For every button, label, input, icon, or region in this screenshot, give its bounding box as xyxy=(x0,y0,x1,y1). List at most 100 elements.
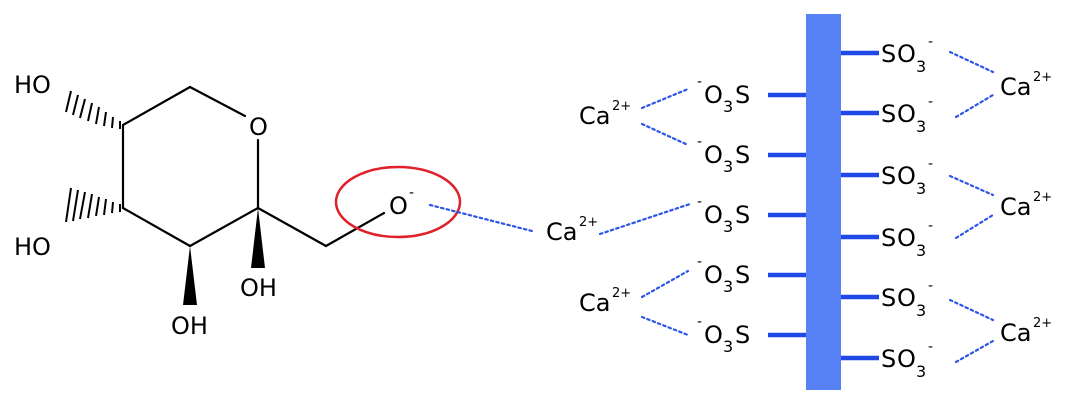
calcium-ion-right-bottom: Ca 2+ xyxy=(1000,316,1052,347)
svg-text:-: - xyxy=(697,314,702,330)
bond-c5-ring-o xyxy=(188,85,247,118)
ionic-interaction xyxy=(598,202,692,236)
svg-text:2+: 2+ xyxy=(1033,190,1052,205)
svg-text:-: - xyxy=(697,134,702,150)
ionic-interaction xyxy=(428,203,534,233)
hashed-wedge-top xyxy=(65,90,121,129)
alkoxide-charge: - xyxy=(409,185,414,201)
ionic-interaction xyxy=(948,50,995,74)
svg-text:Ca: Ca xyxy=(1000,319,1031,347)
left-sulfonate: - O 3 S xyxy=(697,254,750,296)
svg-text:O: O xyxy=(897,40,916,68)
ring-oxygen-label: O xyxy=(249,113,268,141)
svg-text:Ca: Ca xyxy=(579,102,610,130)
solid-wedge-c1-oh xyxy=(251,208,265,268)
svg-text:2+: 2+ xyxy=(1033,70,1052,85)
svg-text:S: S xyxy=(881,100,896,128)
svg-text:-: - xyxy=(928,218,933,234)
svg-text:Ca: Ca xyxy=(546,218,577,246)
ionic-interaction xyxy=(948,298,995,322)
svg-text:O: O xyxy=(897,224,916,252)
left-sulfonate: - O 3 S xyxy=(697,194,750,236)
highlight-ring xyxy=(334,165,462,239)
bond-c1-c2 xyxy=(188,206,260,248)
oh-right-label: OH xyxy=(240,274,277,302)
bond-ch2-o xyxy=(324,211,386,248)
sugar-molecule: HO O HO OH OH O - xyxy=(14,71,462,340)
svg-text:2+: 2+ xyxy=(612,286,631,301)
ionic-interaction xyxy=(640,122,690,147)
svg-text:3: 3 xyxy=(723,277,733,296)
svg-text:O: O xyxy=(897,162,916,190)
right-stubs xyxy=(841,50,879,361)
right-sulfonate: S O 3 - xyxy=(881,218,933,260)
svg-text:S: S xyxy=(735,201,750,229)
ionic-interaction xyxy=(954,339,995,364)
svg-text:3: 3 xyxy=(916,179,926,198)
svg-text:3: 3 xyxy=(916,57,926,76)
svg-text:O: O xyxy=(704,141,723,169)
right-sulfonate: S O 3 - xyxy=(881,339,933,381)
hashed-wedge-mid xyxy=(65,187,121,223)
bond-c1-ch2 xyxy=(256,206,328,248)
svg-text:-: - xyxy=(928,34,933,50)
svg-text:2+: 2+ xyxy=(1033,316,1052,331)
svg-text:S: S xyxy=(735,81,750,109)
svg-text:Ca: Ca xyxy=(1000,193,1031,221)
svg-text:3: 3 xyxy=(916,362,926,381)
svg-text:O: O xyxy=(704,81,723,109)
bond-c2-c3 xyxy=(121,206,192,248)
svg-text:S: S xyxy=(881,40,896,68)
right-sulfonate: S O 3 - xyxy=(881,278,933,320)
left-stubs xyxy=(768,92,806,338)
ionic-interaction xyxy=(954,93,995,119)
ionic-interactions xyxy=(428,50,995,364)
svg-text:Ca: Ca xyxy=(579,289,610,317)
svg-text:3: 3 xyxy=(723,217,733,236)
svg-text:-: - xyxy=(697,74,702,90)
oh-bottom-label: OH xyxy=(171,312,208,340)
svg-text:S: S xyxy=(881,224,896,252)
calcium-ion-left-top: Ca 2+ xyxy=(579,99,631,130)
svg-text:S: S xyxy=(735,141,750,169)
svg-text:O: O xyxy=(897,284,916,312)
ionic-interaction xyxy=(954,213,995,240)
svg-text:O: O xyxy=(704,201,723,229)
calcium-ion-left-bottom: Ca 2+ xyxy=(579,286,631,317)
svg-text:-: - xyxy=(928,278,933,294)
svg-text:3: 3 xyxy=(723,97,733,116)
svg-text:S: S xyxy=(881,284,896,312)
svg-text:O: O xyxy=(704,261,723,289)
svg-text:O: O xyxy=(704,321,723,349)
svg-text:2+: 2+ xyxy=(612,99,631,114)
svg-text:O: O xyxy=(897,345,916,373)
svg-text:-: - xyxy=(928,339,933,355)
calcium-ion-right-mid: Ca 2+ xyxy=(1000,190,1052,221)
right-sulfonate: S O 3 - xyxy=(881,156,933,198)
right-sulfonate: S O 3 - xyxy=(881,94,933,136)
svg-text:-: - xyxy=(697,254,702,270)
svg-text:3: 3 xyxy=(723,157,733,176)
polymer-backbone xyxy=(806,14,841,390)
left-sulfonate: - O 3 S xyxy=(697,314,750,356)
calcium-ion-center: Ca 2+ xyxy=(546,215,598,246)
svg-text:3: 3 xyxy=(723,337,733,356)
svg-text:S: S xyxy=(735,321,750,349)
svg-text:2+: 2+ xyxy=(579,215,598,230)
svg-text:S: S xyxy=(881,345,896,373)
ionic-interaction xyxy=(640,87,690,110)
left-sulfonate: - O 3 S xyxy=(697,134,750,176)
right-sulfonate: S O 3 - xyxy=(881,34,933,76)
svg-text:S: S xyxy=(881,162,896,190)
svg-text:-: - xyxy=(928,156,933,172)
svg-text:Ca: Ca xyxy=(1000,73,1031,101)
ionic-interaction xyxy=(640,315,690,337)
svg-text:O: O xyxy=(897,100,916,128)
solid-wedge-c2-oh xyxy=(183,246,197,305)
svg-text:3: 3 xyxy=(916,301,926,320)
calcium-ion-right-top: Ca 2+ xyxy=(1000,70,1052,101)
ionic-interaction xyxy=(640,269,690,299)
svg-text:3: 3 xyxy=(916,241,926,260)
